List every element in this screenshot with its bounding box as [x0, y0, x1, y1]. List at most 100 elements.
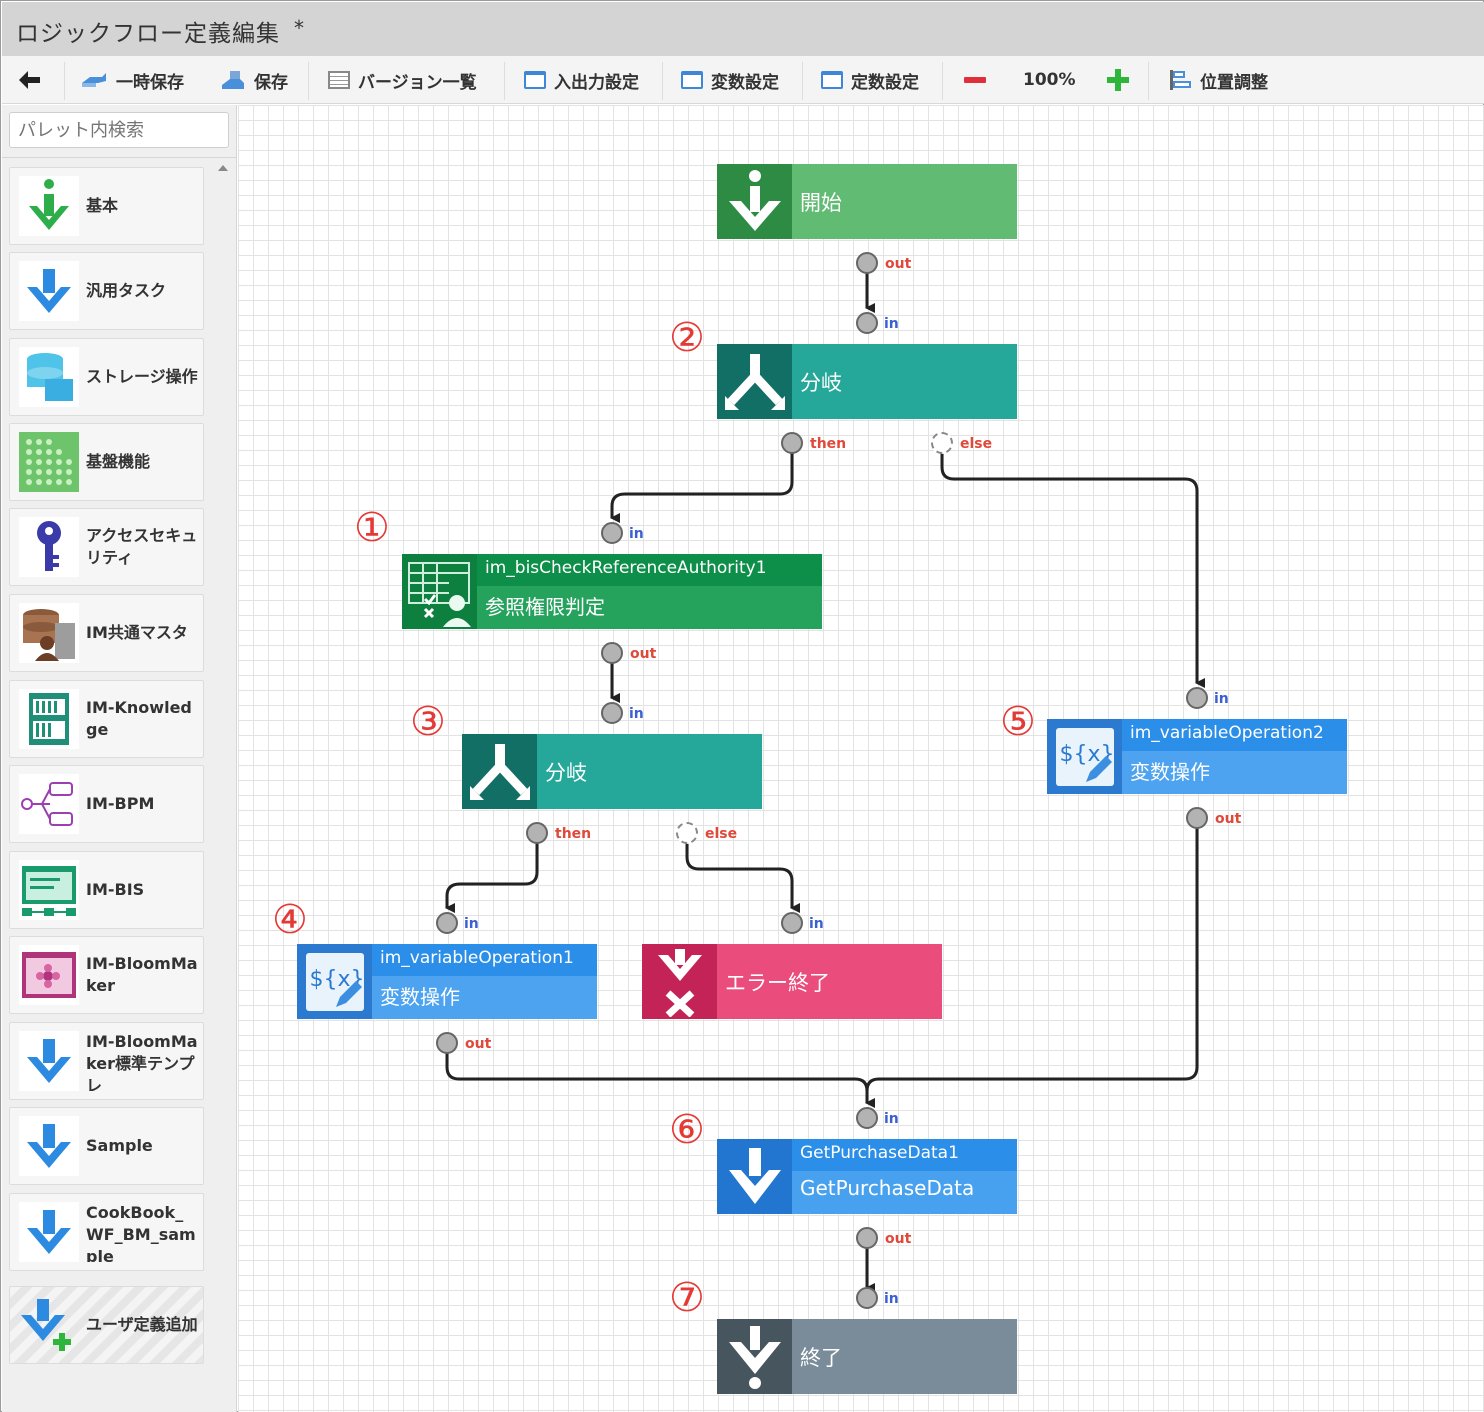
variable-icon: ${x} — [297, 944, 372, 1019]
save-button[interactable]: 保存 — [220, 56, 288, 104]
palette-item-label: CookBook_WF_BM_sample — [86, 1203, 196, 1262]
back-button[interactable] — [18, 56, 42, 104]
unsaved-indicator: * — [294, 16, 304, 40]
align-label: 位置調整 — [1200, 72, 1268, 93]
port-label: out — [885, 256, 912, 272]
step-marker-6: ⑥ — [669, 1107, 705, 1153]
branch1-else-port[interactable] — [931, 432, 953, 454]
palette-item-label: IM-BIS — [86, 880, 145, 899]
variable-icon: ${x} — [1047, 719, 1122, 794]
end-in-port[interactable] — [856, 1287, 878, 1309]
master-db-icon — [19, 603, 79, 663]
wire-var1-purchase — [445, 1052, 875, 1108]
palette-item-im-bloommaker-template[interactable]: IM-BloomMaker標準テンプレ — [9, 1022, 204, 1100]
auth-check-node-label: 参照権限判定 — [485, 595, 605, 619]
io-settings-button[interactable]: 入出力設定 — [524, 56, 639, 104]
auth-out-port[interactable] — [601, 642, 623, 664]
branch2-else-port[interactable] — [676, 822, 698, 844]
auth-in-port[interactable] — [601, 522, 623, 544]
zoom-out-button[interactable] — [964, 56, 986, 104]
temp-save-icon — [82, 73, 106, 87]
variable-operation1-node[interactable]: ${x} im_variableOperation1 変数操作 — [297, 944, 597, 1019]
branch2-then-port[interactable] — [526, 822, 548, 844]
start-node[interactable]: 開始 — [717, 164, 1017, 239]
variable-operation1-id: im_variableOperation1 — [372, 944, 597, 976]
port-label: out — [885, 1231, 912, 1247]
palette-search-input[interactable] — [9, 112, 229, 148]
var1-out-port[interactable] — [436, 1032, 458, 1054]
palette-item-label: 汎用タスク — [86, 281, 167, 300]
arrow-down-icon — [19, 1116, 79, 1176]
zoom-in-button[interactable] — [1106, 56, 1130, 104]
palette-item-platform[interactable]: 基盤機能 — [9, 423, 204, 501]
port-label: else — [960, 436, 993, 452]
end-node[interactable]: 終了 — [717, 1319, 1017, 1394]
var2-out-port[interactable] — [1186, 807, 1208, 829]
branch1-node-label: 分岐 — [800, 371, 842, 395]
palette-item-label: ユーザ定義追加 — [86, 1315, 198, 1334]
step-marker-2: ② — [669, 315, 705, 361]
palette-item-general-task[interactable]: 汎用タスク — [9, 252, 204, 330]
branch2-node[interactable]: 分岐 — [462, 734, 762, 809]
palette-item-im-bis[interactable]: IM-BIS — [9, 851, 204, 929]
port-label: in — [629, 526, 644, 542]
palette-item-storage[interactable]: ストレージ操作 — [9, 338, 204, 416]
variable-settings-button[interactable]: 変数設定 — [681, 56, 779, 104]
start-node-label: 開始 — [800, 191, 842, 215]
step-marker-7: ⑦ — [669, 1275, 705, 1321]
toolbar-divider — [942, 62, 943, 100]
port-label: out — [1215, 811, 1242, 827]
palette-item-add-user-definition[interactable]: ユーザ定義追加 — [9, 1286, 204, 1364]
var2-in-port[interactable] — [1186, 687, 1208, 709]
variable-operation2-id: im_variableOperation2 — [1122, 719, 1347, 751]
palette-item-im-master[interactable]: IM共通マスタ — [9, 594, 204, 672]
key-icon — [19, 517, 79, 577]
scroll-up-arrow-icon[interactable] — [218, 165, 228, 171]
toolbar-divider — [504, 62, 505, 100]
branch1-node[interactable]: 分岐 — [717, 344, 1017, 419]
end-node-label: 終了 — [800, 1346, 842, 1370]
temp-save-button[interactable]: 一時保存 — [80, 56, 184, 104]
branch-icon — [462, 734, 537, 809]
get-purchase-data-node[interactable]: GetPurchaseData1 GetPurchaseData — [717, 1139, 1017, 1214]
branch-icon — [717, 344, 792, 419]
purchase-in-port[interactable] — [856, 1107, 878, 1129]
version-list-button[interactable]: バージョン一覧 — [328, 56, 477, 104]
variable-operation2-node[interactable]: ${x} im_variableOperation2 変数操作 — [1047, 719, 1347, 794]
palette-item-im-knowledge[interactable]: IM-Knowledge — [9, 680, 204, 758]
palette-sidebar: 基本 汎用タスク ストレージ操作 基盤機能 アクセスセキュリティ — [2, 105, 237, 1412]
palette-item-access-security[interactable]: アクセスセキュリティ — [9, 508, 204, 586]
port-label: out — [630, 646, 657, 662]
palette-item-basic[interactable]: 基本 — [9, 167, 204, 245]
palette-item-im-bpm[interactable]: IM-BPM — [9, 765, 204, 843]
palette-item-label: アクセスセキュリティ — [86, 526, 198, 567]
io-settings-icon — [524, 71, 546, 89]
port-label: in — [884, 316, 899, 332]
palette-item-label: ストレージ操作 — [86, 367, 198, 386]
auth-check-node[interactable]: im_bisCheckReferenceAuthority1 参照権限判定 — [402, 554, 822, 629]
basic-arrow-icon — [19, 176, 79, 236]
branch1-then-port[interactable] — [781, 432, 803, 454]
start-out-port[interactable] — [856, 252, 878, 274]
purchase-out-port[interactable] — [856, 1227, 878, 1249]
branch1-in-port[interactable] — [856, 312, 878, 334]
palette-item-label: 基本 — [86, 196, 119, 215]
align-button[interactable]: 位置調整 — [1168, 56, 1268, 104]
flow-canvas[interactable]: ② ① ③ ④ ⑤ ⑥ ⑦ 開始 out in 分岐 then else — [238, 105, 1484, 1412]
palette-item-im-bloommaker[interactable]: IM-BloomMaker — [9, 936, 204, 1014]
minus-icon — [964, 77, 986, 83]
port-label: then — [810, 436, 847, 452]
palette-item-cookbook[interactable]: CookBook_WF_BM_sample — [9, 1193, 204, 1271]
error-end-node[interactable]: エラー終了 — [642, 944, 942, 1019]
palette-item-sample[interactable]: Sample — [9, 1107, 204, 1185]
constant-settings-button[interactable]: 定数設定 — [821, 56, 919, 104]
branch2-in-port[interactable] — [601, 702, 623, 724]
var1-in-port[interactable] — [436, 912, 458, 934]
version-list-label: バージョン一覧 — [358, 72, 477, 93]
toolbar-divider — [308, 62, 309, 100]
error-end-in-port[interactable] — [781, 912, 803, 934]
storage-icon — [19, 347, 79, 407]
wire-var2-purchase — [865, 827, 1199, 1103]
end-icon — [717, 1319, 792, 1394]
